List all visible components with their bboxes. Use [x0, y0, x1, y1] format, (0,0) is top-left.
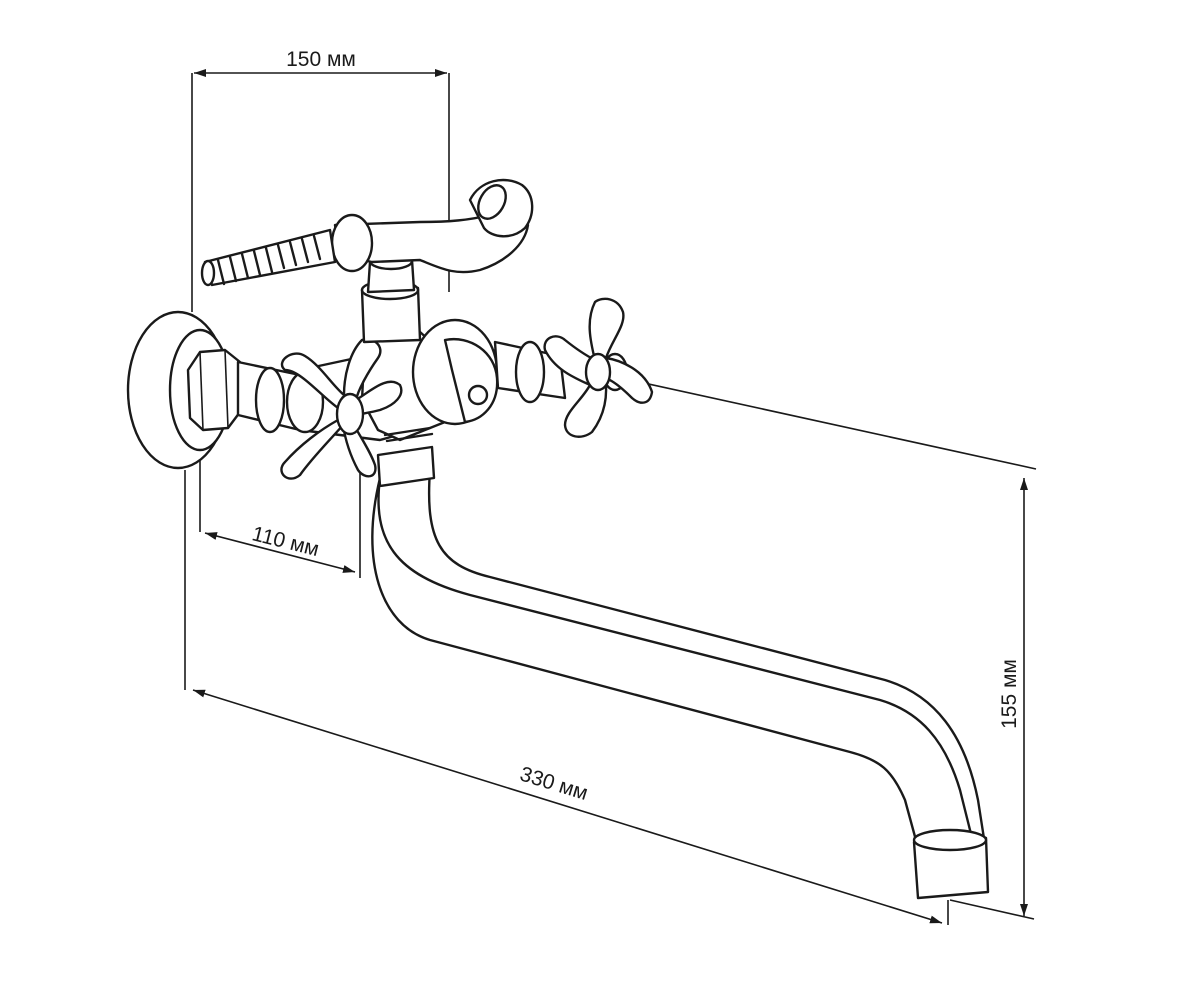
hose-nut	[330, 213, 374, 273]
holder-ring-hole	[477, 184, 507, 220]
left-handle-hub	[335, 392, 365, 436]
hex-nut-edge	[224, 349, 229, 429]
dimension-label-150: 150 мм	[286, 48, 356, 71]
spout-pipe	[371, 476, 977, 857]
dimension-150: 150 мм	[191, 48, 450, 312]
shower-holder	[330, 178, 534, 274]
shower-hose	[200, 228, 337, 287]
dimension-label-155: 155 мм	[998, 659, 1021, 729]
left-cross-handle	[280, 337, 403, 480]
dimension-label-330: 330 мм	[517, 763, 590, 805]
hose-column	[360, 251, 422, 344]
hex-nut	[186, 348, 242, 432]
dimension-arrow	[204, 532, 356, 573]
extension-line-bottom	[949, 899, 1035, 920]
right-cross-handle	[543, 297, 654, 438]
dimension-label-110: 110 мм	[250, 522, 322, 561]
spout	[371, 445, 990, 900]
spout-pipe-upper-edge	[427, 468, 987, 847]
left-connector-ring	[254, 366, 286, 434]
left-wall-mount	[126, 310, 302, 470]
body-threads	[383, 426, 434, 443]
right-valve-ring	[514, 340, 546, 404]
hose-end	[200, 259, 216, 287]
dimension-110: 110 мм	[199, 420, 361, 578]
dimension-arrow	[192, 689, 943, 924]
spout-base-nut	[376, 445, 436, 488]
diverter-knob-dot	[467, 384, 489, 406]
spout-aerator-top	[912, 828, 988, 852]
holder-arm	[333, 212, 530, 274]
hose-coils	[216, 234, 322, 286]
hex-nut-edge	[199, 351, 204, 431]
right-handle-hub	[584, 352, 612, 392]
